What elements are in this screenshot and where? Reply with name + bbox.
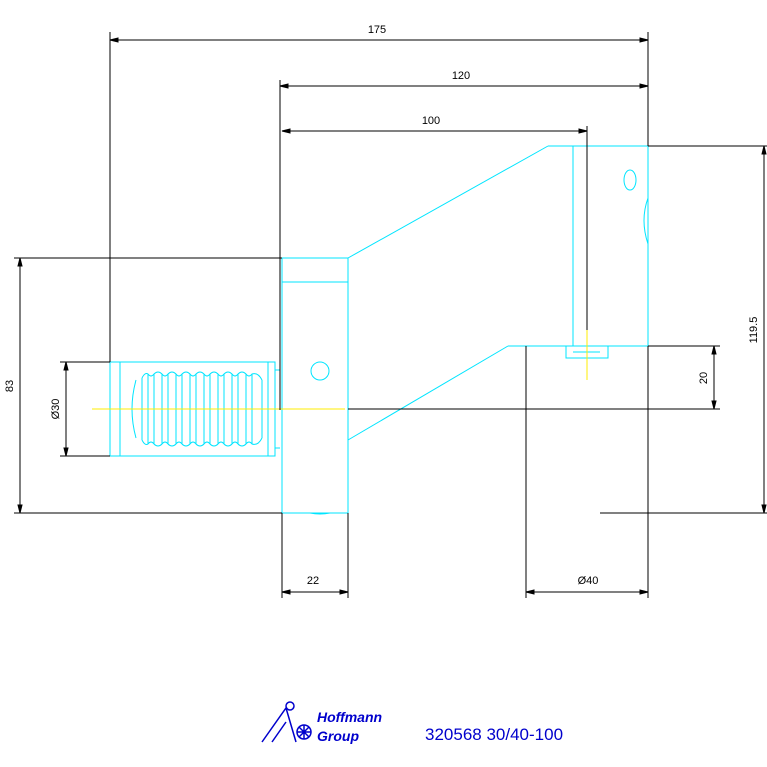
dim-22-label: 22 [307,575,319,587]
dimension-lines [14,32,767,598]
head-side-arc [643,197,649,245]
flange [281,257,349,514]
dim-175-label: 175 [368,24,386,36]
dim-119-5-label: 119.5 [748,317,760,344]
dim-120-label: 120 [452,70,470,82]
dim-83-label: 83 [4,380,16,392]
logo-line-1: Hoffmann [317,709,382,725]
flange-hole [310,361,330,381]
part-outline [109,145,649,515]
hoffmann-logo: Hoffmann Group [261,701,382,744]
arm-upper-edge [347,145,549,259]
dim-40-label: Ø40 [578,575,599,587]
part-code: 320568 30/40-100 [425,725,563,744]
flange-bottom-notch [309,512,331,515]
dim-30-label: Ø30 [50,399,62,420]
dim-100-label: 100 [422,115,440,127]
logo-line-2: Group [317,728,359,744]
logo-emblem-icon [261,701,312,743]
arm-lower-edge [347,345,509,441]
head-small-hole [623,169,637,191]
dim-20-label: 20 [698,372,710,384]
centerlines [92,330,588,410]
